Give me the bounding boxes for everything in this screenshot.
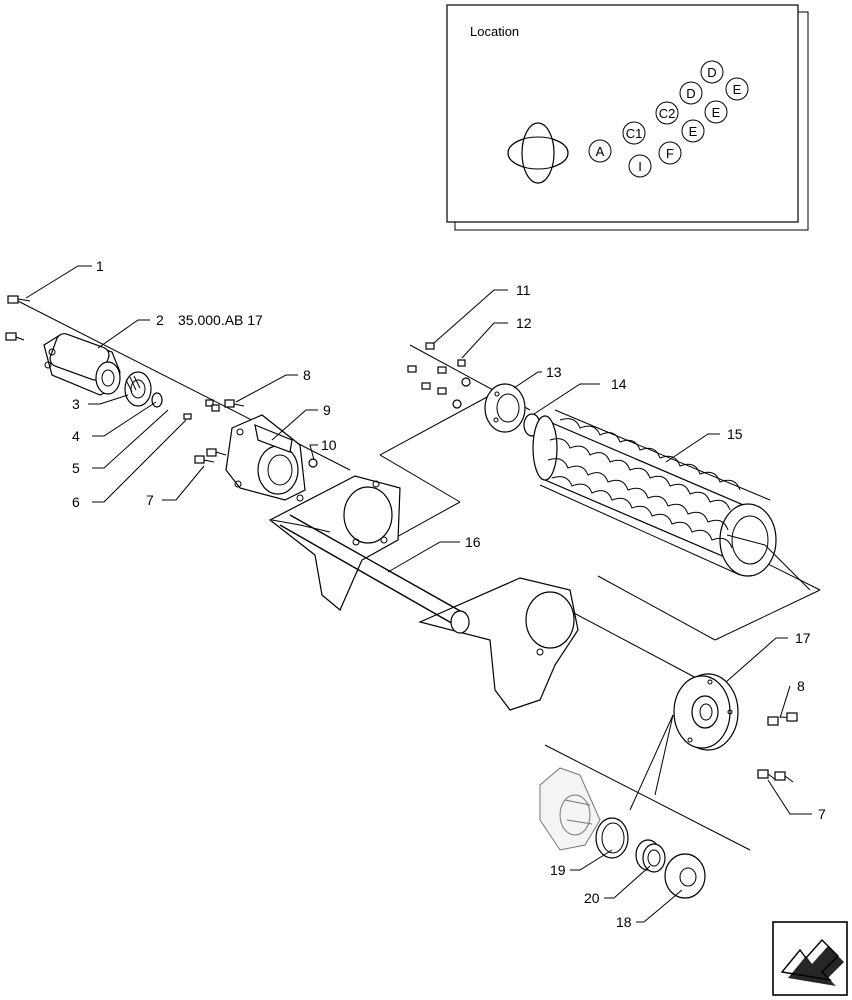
svg-text:11: 11 [516,282,531,298]
svg-text:2: 2 [156,312,164,328]
callout-12: 12 [461,315,532,359]
reference-code: 35.000.AB 17 [178,312,263,328]
bolts-part-8 [224,399,245,408]
svg-text:15: 15 [727,426,743,442]
callout-3: 3 [72,394,129,412]
bearing-housing-part-9 [225,414,306,502]
location-marker: D [679,81,703,105]
location-inset: Location D E D C2 E C1 E A F I [446,4,809,231]
location-marker: C1 [622,121,646,145]
callout-4: 4 [72,401,157,444]
location-marker: I [628,154,652,178]
hydraulic-motor-part-2 [43,333,121,396]
svg-text:D: D [707,65,716,80]
svg-text:5: 5 [72,460,80,476]
callout-16: 16 [387,534,481,573]
callout-19: 19 [550,849,613,878]
bearing-housing-ghost [539,767,601,851]
bolts-part-7 [194,448,227,464]
svg-text:A: A [596,144,605,159]
svg-text:C2: C2 [659,106,676,121]
callout-18: 18 [616,889,683,930]
location-marker: E [725,77,749,101]
svg-text:3: 3 [72,396,80,412]
callout-5: 5 [72,409,169,476]
svg-text:F: F [666,146,674,161]
svg-text:16: 16 [465,534,481,550]
seal-part-19 [595,817,629,859]
svg-text:17: 17 [795,630,811,646]
callout-9: 9 [271,402,331,441]
callout-7-lower: 7 [767,779,826,822]
callout-14: 14 [533,376,627,415]
svg-text:C1: C1 [626,126,643,141]
svg-text:E: E [712,105,721,120]
callout-1: 1 [25,258,104,299]
callout-10: 10 [309,437,337,461]
svg-text:4: 4 [72,428,80,444]
callout-2: 2 35.000.AB 17 [97,312,263,349]
svg-text:I: I [638,159,642,174]
svg-text:8: 8 [797,678,805,694]
coupler-part-3 [124,371,152,407]
svg-text:14: 14 [611,376,627,392]
machine-symbol [507,122,569,184]
location-marker: E [681,119,705,143]
rotor-part-15 [532,409,811,591]
callout-20: 20 [584,865,651,906]
svg-text:10: 10 [321,437,337,453]
callout-8: 8 [235,367,311,403]
svg-text:20: 20 [584,890,600,906]
callout-13: 13 [513,364,562,389]
fasteners-part-11 [407,342,471,409]
bolt-part-1 [7,295,31,304]
bushing-part-20 [635,839,666,873]
location-marker: E [704,100,728,124]
svg-text:18: 18 [616,914,632,930]
bolt [5,332,25,341]
svg-text:E: E [733,82,742,97]
bolts-part-7-lower [757,769,794,783]
flange-part-13 [484,383,526,433]
svg-text:9: 9 [323,402,331,418]
location-marker: F [658,141,682,165]
callout-11: 11 [433,282,531,344]
callout-17: 17 [725,630,811,683]
location-title: Location [470,24,519,39]
frame-part-16 [268,475,579,711]
svg-text:1: 1 [96,258,104,274]
svg-text:19: 19 [550,862,566,878]
ring-part-4 [151,392,163,408]
svg-text:7: 7 [818,806,826,822]
callout-8-lower: 8 [779,678,805,719]
pin-part-6 [183,399,220,420]
svg-text:8: 8 [303,367,311,383]
direction-arrow-icon[interactable] [772,921,848,996]
washer-part-18 [664,853,706,899]
location-marker: D [700,60,724,84]
location-marker: A [588,139,612,163]
bolts-part-8-lower [767,712,798,726]
callout-7: 7 [146,465,205,508]
svg-text:7: 7 [146,492,154,508]
nut-part-10 [308,458,318,468]
svg-text:6: 6 [72,494,80,510]
bearing-flange-part-17 [673,673,739,751]
location-marker: C2 [655,101,679,125]
svg-text:D: D [686,86,695,101]
svg-text:E: E [689,124,698,139]
callout-6: 6 [72,419,187,510]
svg-text:13: 13 [546,364,562,380]
callout-15: 15 [665,426,743,463]
svg-text:12: 12 [516,315,532,331]
